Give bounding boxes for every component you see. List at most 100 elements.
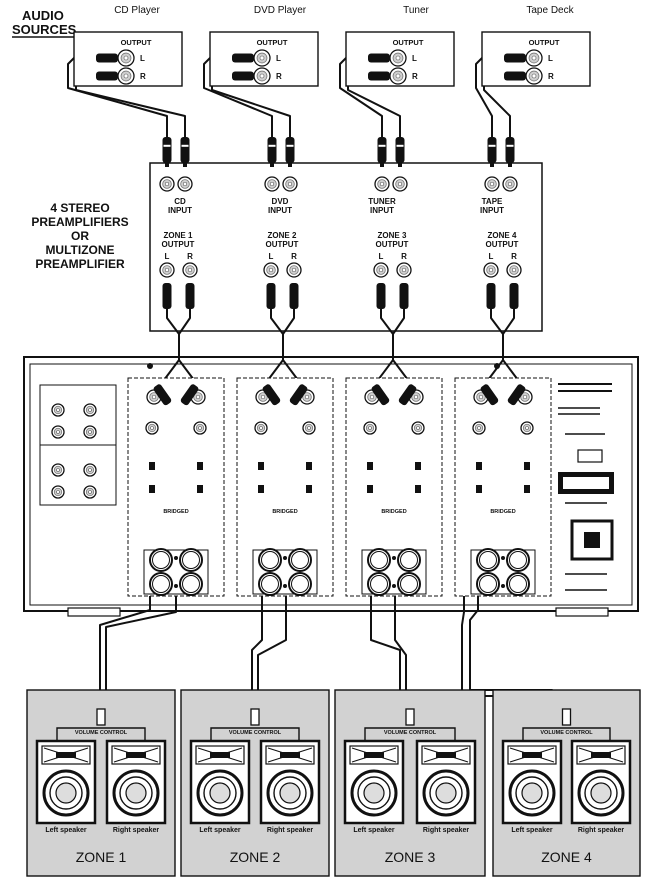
rca-jack-icon bbox=[472, 421, 486, 435]
preamp-input-label: DVD bbox=[272, 197, 289, 206]
switch-icon bbox=[149, 485, 155, 493]
cable bbox=[251, 595, 263, 710]
volume-control-icon bbox=[96, 708, 106, 726]
rca-jack-icon bbox=[389, 67, 407, 85]
binding-post-icon bbox=[367, 548, 391, 572]
speaker-icon bbox=[570, 739, 632, 825]
switch-icon bbox=[524, 485, 530, 493]
channel-label-r: R bbox=[276, 72, 282, 81]
rca-jack-icon bbox=[159, 262, 175, 278]
speaker-icon bbox=[259, 739, 321, 825]
preamp-output-label: ZONE 3 bbox=[378, 231, 407, 240]
rca-plug-icon bbox=[398, 384, 417, 406]
zone-title: ZONE 2 bbox=[230, 849, 281, 865]
binding-post-icon bbox=[258, 548, 282, 572]
zone-title: ZONE 3 bbox=[385, 849, 436, 865]
channel-label-r: R bbox=[412, 72, 418, 81]
rca-jack-icon bbox=[374, 176, 390, 192]
source-output-label: OUTPUT bbox=[121, 38, 152, 47]
rca-jack-icon bbox=[83, 403, 97, 417]
switch-icon bbox=[415, 485, 421, 493]
channel-label-r: R bbox=[548, 72, 554, 81]
preamp-input-label: INPUT bbox=[268, 206, 292, 215]
cable bbox=[370, 595, 401, 710]
amp-channel-panel: BRIDGED bbox=[454, 377, 552, 597]
rca-jack-icon bbox=[51, 485, 65, 499]
rca-plug-icon bbox=[368, 53, 390, 81]
rca-jack-icon bbox=[253, 67, 271, 85]
channel-label-l: L bbox=[140, 54, 145, 63]
cable bbox=[178, 309, 195, 381]
binding-post-icon bbox=[397, 572, 421, 596]
channel-label-r: R bbox=[511, 252, 517, 261]
rca-jack-icon bbox=[483, 262, 499, 278]
binding-post-icon bbox=[506, 572, 530, 596]
rca-plug-icon bbox=[376, 283, 409, 309]
volume-control-label: VOLUME CONTROL bbox=[384, 730, 437, 736]
preamp-output-label: ZONE 2 bbox=[268, 231, 297, 240]
rca-plug-icon bbox=[486, 283, 519, 309]
rca-jack-icon bbox=[373, 262, 389, 278]
switch-icon bbox=[476, 485, 482, 493]
model-info-panel bbox=[558, 383, 614, 591]
binding-post-icon bbox=[149, 572, 173, 596]
rca-plug-icon bbox=[180, 137, 190, 167]
source-output-label: OUTPUT bbox=[257, 38, 288, 47]
rca-jack-icon bbox=[396, 262, 412, 278]
channel-label-l: L bbox=[548, 54, 553, 63]
rca-jack-icon bbox=[506, 262, 522, 278]
rca-jack-icon bbox=[117, 49, 135, 67]
amp-channel-panel: BRIDGED bbox=[236, 377, 334, 597]
rca-jack-icon bbox=[389, 49, 407, 67]
switch-icon bbox=[197, 485, 203, 493]
rca-plug-icon bbox=[162, 137, 172, 167]
rca-jack-icon bbox=[502, 176, 518, 192]
preamp-output-label: OUTPUT bbox=[376, 240, 409, 249]
rca-jack-icon bbox=[264, 176, 280, 192]
channel-label-l: L bbox=[379, 252, 384, 261]
binding-post-icon bbox=[258, 572, 282, 596]
right-speaker-label: Right speaker bbox=[113, 827, 160, 834]
rca-plug-icon bbox=[285, 137, 295, 167]
left-speaker-label: Left speaker bbox=[45, 827, 87, 834]
switch-icon bbox=[367, 462, 373, 470]
rca-plug-icon bbox=[96, 53, 118, 81]
right-speaker-label: Right speaker bbox=[267, 827, 314, 834]
rca-jack-icon bbox=[282, 176, 298, 192]
switch-icon bbox=[367, 485, 373, 493]
header-line2: SOURCES bbox=[12, 22, 77, 37]
speaker-icon bbox=[35, 739, 97, 825]
rca-jack-icon bbox=[363, 421, 377, 435]
cable bbox=[105, 595, 177, 710]
rca-jack-icon bbox=[83, 463, 97, 477]
left-speaker-label: Left speaker bbox=[199, 827, 241, 834]
preamp-title-line: PREAMPLIFIERS bbox=[31, 215, 128, 229]
preamp-input-label: INPUT bbox=[168, 206, 192, 215]
rca-jack-icon bbox=[159, 176, 175, 192]
rca-plug-icon bbox=[377, 137, 387, 167]
rca-jack-icon bbox=[525, 67, 543, 85]
zone-title: ZONE 4 bbox=[541, 849, 592, 865]
switch-icon bbox=[415, 462, 421, 470]
cable bbox=[392, 309, 409, 381]
cable bbox=[394, 595, 407, 710]
rca-jack-icon bbox=[525, 49, 543, 67]
preamp-output-label: ZONE 4 bbox=[488, 231, 517, 240]
cable bbox=[502, 309, 519, 381]
cable bbox=[282, 309, 299, 381]
amp-mode-label: BRIDGED bbox=[490, 509, 515, 515]
preamp-input-label: INPUT bbox=[370, 206, 394, 215]
binding-post-icon bbox=[367, 572, 391, 596]
binding-post-icon bbox=[288, 572, 312, 596]
channel-label-l: L bbox=[165, 252, 170, 261]
rca-jack-icon bbox=[520, 421, 534, 435]
rca-jack-icon bbox=[263, 262, 279, 278]
switch-icon bbox=[476, 462, 482, 470]
cable bbox=[99, 595, 151, 710]
